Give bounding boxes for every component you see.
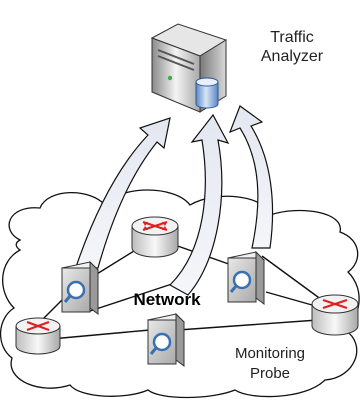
monitoring-probe-left-icon bbox=[60, 260, 100, 315]
monitoring-probe-center-icon bbox=[146, 312, 186, 367]
flow-arrow-right bbox=[228, 105, 274, 249]
flow-arrow-middle bbox=[169, 113, 230, 296]
monitoring-probe-label-line2: Probe bbox=[249, 365, 291, 382]
traffic-flow-arrows bbox=[75, 105, 274, 296]
router-left-icon bbox=[15, 317, 61, 355]
router-top-icon bbox=[131, 216, 179, 258]
traffic-analyzer-label-line2: Analyzer bbox=[260, 48, 324, 65]
traffic-analyzer-label-line1: Traffic bbox=[270, 29, 314, 46]
traffic-analyzer-label: Traffic Analyzer bbox=[252, 28, 332, 66]
monitoring-probe-label: Monitoring Probe bbox=[218, 344, 322, 384]
network-label: Network bbox=[133, 290, 201, 309]
monitoring-probe-label-line1: Monitoring bbox=[234, 345, 306, 362]
monitoring-probe-right-icon bbox=[226, 250, 266, 305]
router-right-icon bbox=[311, 294, 359, 336]
traffic-analyzer-server-icon bbox=[150, 23, 228, 113]
flow-arrow-left bbox=[75, 117, 171, 269]
